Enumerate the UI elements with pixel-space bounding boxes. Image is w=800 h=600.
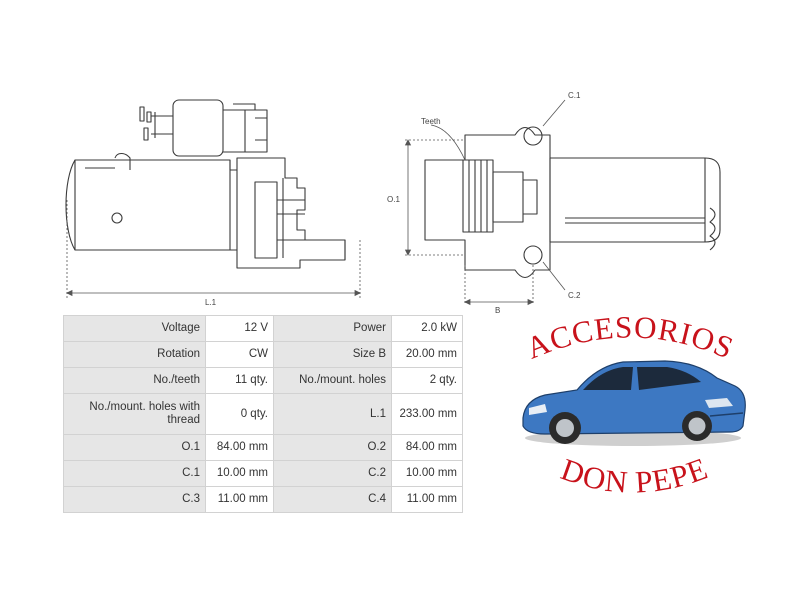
terminal-stud	[143, 127, 149, 141]
spec-label: Size B	[273, 341, 392, 368]
spec-value: 20.00 mm	[391, 341, 463, 368]
starter-side-view-diagram: L.1	[65, 99, 361, 307]
logo-top-text: ACCESORIOS	[521, 309, 739, 365]
spec-value: 11.00 mm	[205, 486, 274, 513]
spec-value: 0 qty.	[205, 393, 274, 435]
spec-value: 2.0 kW	[391, 315, 463, 342]
c2-label: C.2	[568, 291, 581, 300]
spec-label: C.1	[63, 460, 206, 487]
spec-value: 84.00 mm	[391, 434, 463, 461]
c1-label: C.1	[568, 91, 581, 100]
spec-label: Rotation	[63, 341, 206, 368]
table-row: No./mount. holes with thread 0 qty. L.1 …	[63, 393, 463, 435]
table-row: Voltage 12 V Power 2.0 kW	[63, 315, 463, 342]
spec-label: C.4	[273, 486, 392, 513]
terminal-stud	[146, 111, 152, 123]
spec-label: C.3	[63, 486, 206, 513]
spec-label: No./mount. holes with thread	[63, 393, 206, 435]
table-row: C.3 11.00 mm C.4 11.00 mm	[63, 486, 463, 513]
mount-hole-c1	[523, 126, 543, 146]
spec-value: CW	[205, 341, 274, 368]
spec-value: 10.00 mm	[391, 460, 463, 487]
solenoid	[172, 99, 224, 157]
o1-label: O.1	[387, 195, 400, 204]
length-label: L.1	[205, 298, 217, 307]
spec-label: No./mount. holes	[273, 367, 392, 394]
car-icon	[522, 360, 746, 446]
spec-label: O.1	[63, 434, 206, 461]
logo-bottom-text: DON PEPE	[557, 450, 713, 499]
b-label: B	[495, 306, 500, 315]
teeth-label: Teeth	[421, 117, 441, 126]
motor-housing	[549, 157, 721, 243]
spec-value: 233.00 mm	[391, 393, 463, 435]
spec-label: No./teeth	[63, 367, 206, 394]
mounting-flange	[424, 126, 551, 279]
terminal-stud	[139, 106, 145, 122]
starter-front-view-diagram: Teeth C.1 C.2 O.1 B	[387, 91, 721, 315]
accesorios-don-pepe-logo: ACCESORIOS DON PEPE	[521, 309, 746, 500]
table-row: O.1 84.00 mm O.2 84.00 mm	[63, 434, 463, 461]
table-row: Rotation CW Size B 20.00 mm	[63, 341, 463, 368]
specifications-table: Voltage 12 V Power 2.0 kW Rotation CW Si…	[63, 315, 463, 513]
pinion-gear	[462, 159, 494, 233]
spec-label: O.2	[273, 434, 392, 461]
mount-hole-c2	[523, 245, 543, 265]
spec-label: C.2	[273, 460, 392, 487]
spec-value: 10.00 mm	[205, 460, 274, 487]
spec-value: 2 qty.	[391, 367, 463, 394]
spec-label: L.1	[273, 393, 392, 435]
spec-label: Voltage	[63, 315, 206, 342]
spec-value: 12 V	[205, 315, 274, 342]
table-row: No./teeth 11 qty. No./mount. holes 2 qty…	[63, 367, 463, 394]
spec-value: 11.00 mm	[391, 486, 463, 513]
spec-value: 84.00 mm	[205, 434, 274, 461]
spec-label: Power	[273, 315, 392, 342]
table-row: C.1 10.00 mm C.2 10.00 mm	[63, 460, 463, 487]
motor-body	[74, 157, 346, 269]
spec-value: 11 qty.	[205, 367, 274, 394]
